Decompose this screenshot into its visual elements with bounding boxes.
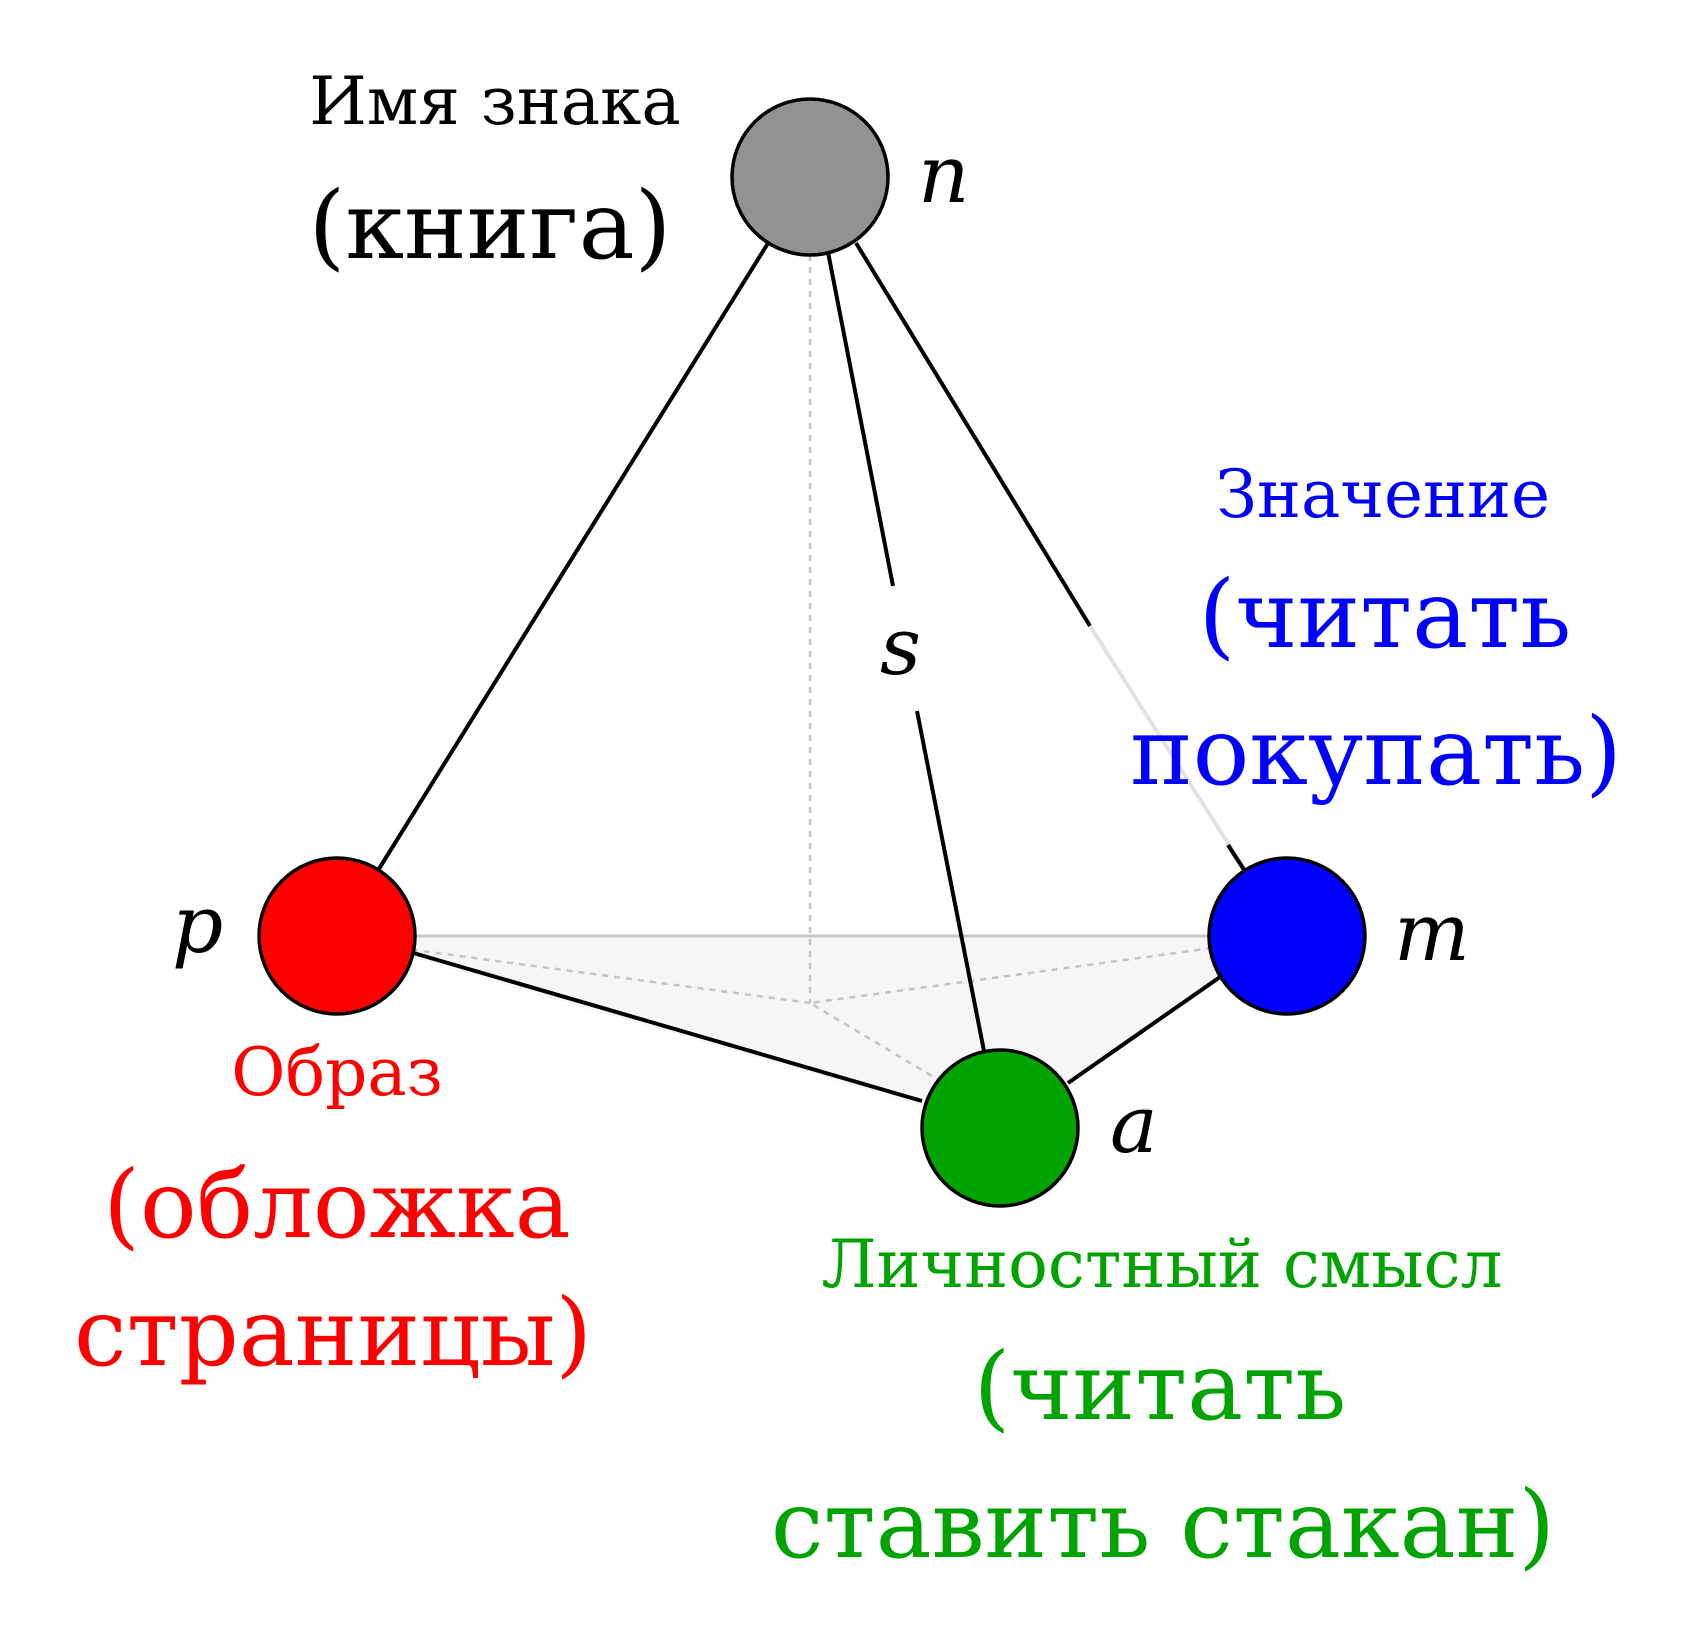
vertex-symbol-a: a	[1110, 1078, 1158, 1171]
edge-a-m	[1066, 975, 1222, 1085]
edge-n-m-lower	[1088, 624, 1247, 872]
vertex-a	[920, 1048, 1080, 1208]
vertex-title-n: Имя знака	[309, 63, 680, 140]
vertex-title-a: Личностный смысл	[821, 1226, 1502, 1303]
centroid-guides	[399, 255, 1213, 1084]
edge-p-a	[409, 950, 923, 1103]
guide-m-centroid	[809, 946, 1213, 1005]
edge-n-p	[375, 238, 772, 874]
vertex-p	[257, 856, 417, 1016]
vertex-symbol-n: n	[918, 128, 970, 221]
edge-n-a-upper	[826, 251, 895, 587]
vertex-example-p-line2: страницы)	[74, 1279, 592, 1388]
vertex-example-a-line1: (читать	[974, 1333, 1347, 1442]
guide-p-centroid	[399, 946, 811, 1005]
vertex-n	[730, 97, 890, 257]
edge-n-a-lower	[915, 710, 986, 1052]
vertex-example-n: (книга)	[309, 172, 672, 281]
edge-n-m-upper	[854, 241, 1092, 628]
edges	[375, 238, 1222, 1103]
vertex-example-m-line1: (читать	[1199, 561, 1572, 670]
center-symbol-s: s	[880, 600, 921, 693]
vertex-example-m-line2: покупать)	[1130, 698, 1622, 807]
vertex-example-a-line2: ставить стакан)	[771, 1471, 1555, 1580]
vertex-example-p-line1: (обложка	[103, 1151, 570, 1260]
vertex-m	[1207, 856, 1367, 1016]
vertex-title-m: Значение	[1216, 456, 1550, 533]
vertex-title-p: Образ	[231, 1034, 442, 1111]
vertex-symbol-p: p	[172, 878, 223, 971]
guide-a-centroid	[809, 1001, 943, 1084]
vertex-symbol-m: m	[1394, 886, 1470, 979]
